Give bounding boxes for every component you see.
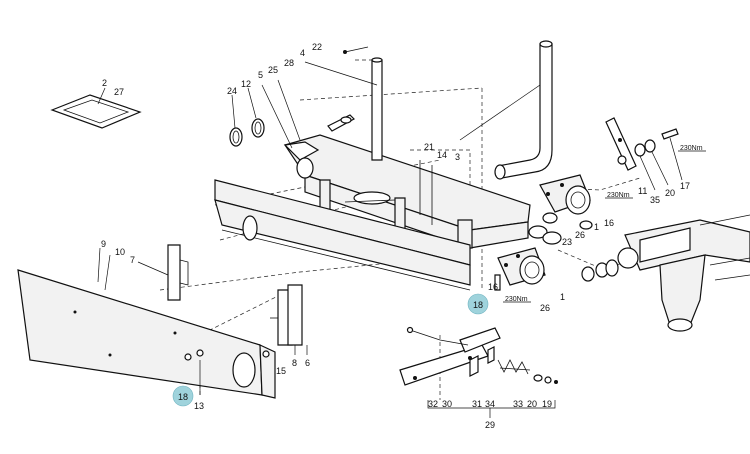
label-7: 7 <box>130 255 135 265</box>
label-30: 30 <box>442 399 452 409</box>
hub-lower <box>494 247 546 291</box>
label-35: 35 <box>650 195 660 205</box>
right-frame <box>617 214 750 332</box>
label-27: 27 <box>114 87 124 97</box>
highlight-markers <box>172 293 489 407</box>
torque-label-3: 230Nm <box>505 296 528 303</box>
label-26-upper: 26 <box>575 230 585 240</box>
long-beam-9 <box>214 179 471 291</box>
label-31: 31 <box>472 399 482 409</box>
rings-23 <box>528 212 562 245</box>
label-29: 29 <box>485 420 495 430</box>
label-1-lower: 1 <box>560 292 565 302</box>
label-6: 6 <box>305 358 310 368</box>
bracket-35 <box>605 117 683 191</box>
label-18-highlighted-b: 18 <box>178 392 188 402</box>
label-32: 32 <box>428 399 438 409</box>
label-15: 15 <box>276 366 286 376</box>
label-24: 24 <box>227 86 237 96</box>
highlight-circle-18a <box>467 293 489 315</box>
label-16-lower: 16 <box>488 282 498 292</box>
torque-labels: 230Nm 230Nm 230Nm <box>503 145 706 303</box>
rods-21-14 <box>419 160 433 225</box>
small-arm-28 <box>327 114 355 132</box>
label-11: 11 <box>638 186 647 196</box>
label-4: 4 <box>300 48 305 58</box>
torque-label-1: 230Nm <box>680 145 703 152</box>
label-21: 21 <box>424 142 434 152</box>
label-5: 5 <box>258 70 263 80</box>
lever-assembly <box>399 326 558 418</box>
label-19: 19 <box>542 399 552 409</box>
label-34: 34 <box>485 399 495 409</box>
torque-label-2: 230Nm <box>607 192 630 199</box>
label-8: 8 <box>292 358 297 368</box>
label-18-highlighted-a: 18 <box>473 300 483 310</box>
label-23: 23 <box>562 237 572 247</box>
bolts-13 <box>184 349 204 395</box>
vertical-tube <box>304 46 383 161</box>
label-26-lower: 26 <box>540 303 550 313</box>
rings-24-12 <box>229 87 265 147</box>
label-10: 10 <box>115 247 125 257</box>
label-13: 13 <box>194 401 204 411</box>
label-20-lower: 20 <box>527 399 537 409</box>
bent-pipe <box>459 40 553 180</box>
rings-right <box>581 259 619 282</box>
label-20-upper: 20 <box>665 188 675 198</box>
label-16-upper: 16 <box>604 218 614 228</box>
part-labels: 4 22 2 27 24 12 5 25 28 3 21 14 9 10 7 2… <box>101 42 690 430</box>
bracket-7 <box>137 244 189 301</box>
main-frame <box>261 79 531 249</box>
label-9: 9 <box>101 239 106 249</box>
label-3: 3 <box>455 152 460 162</box>
label-17: 17 <box>680 181 690 191</box>
highlighted-labels: 18 18 <box>178 300 483 402</box>
hub-upper <box>539 174 593 230</box>
label-12: 12 <box>241 79 251 89</box>
highlight-circle-18b <box>172 385 194 407</box>
label-22: 22 <box>312 42 322 52</box>
brackets-8-6 <box>262 284 308 358</box>
label-25: 25 <box>268 65 278 75</box>
label-28: 28 <box>284 58 294 68</box>
plate-part <box>50 87 142 129</box>
label-2: 2 <box>102 78 107 88</box>
label-1-upper: 1 <box>594 222 599 232</box>
label-33: 33 <box>513 399 523 409</box>
big-panel-10 <box>17 247 276 399</box>
label-14: 14 <box>437 150 447 160</box>
